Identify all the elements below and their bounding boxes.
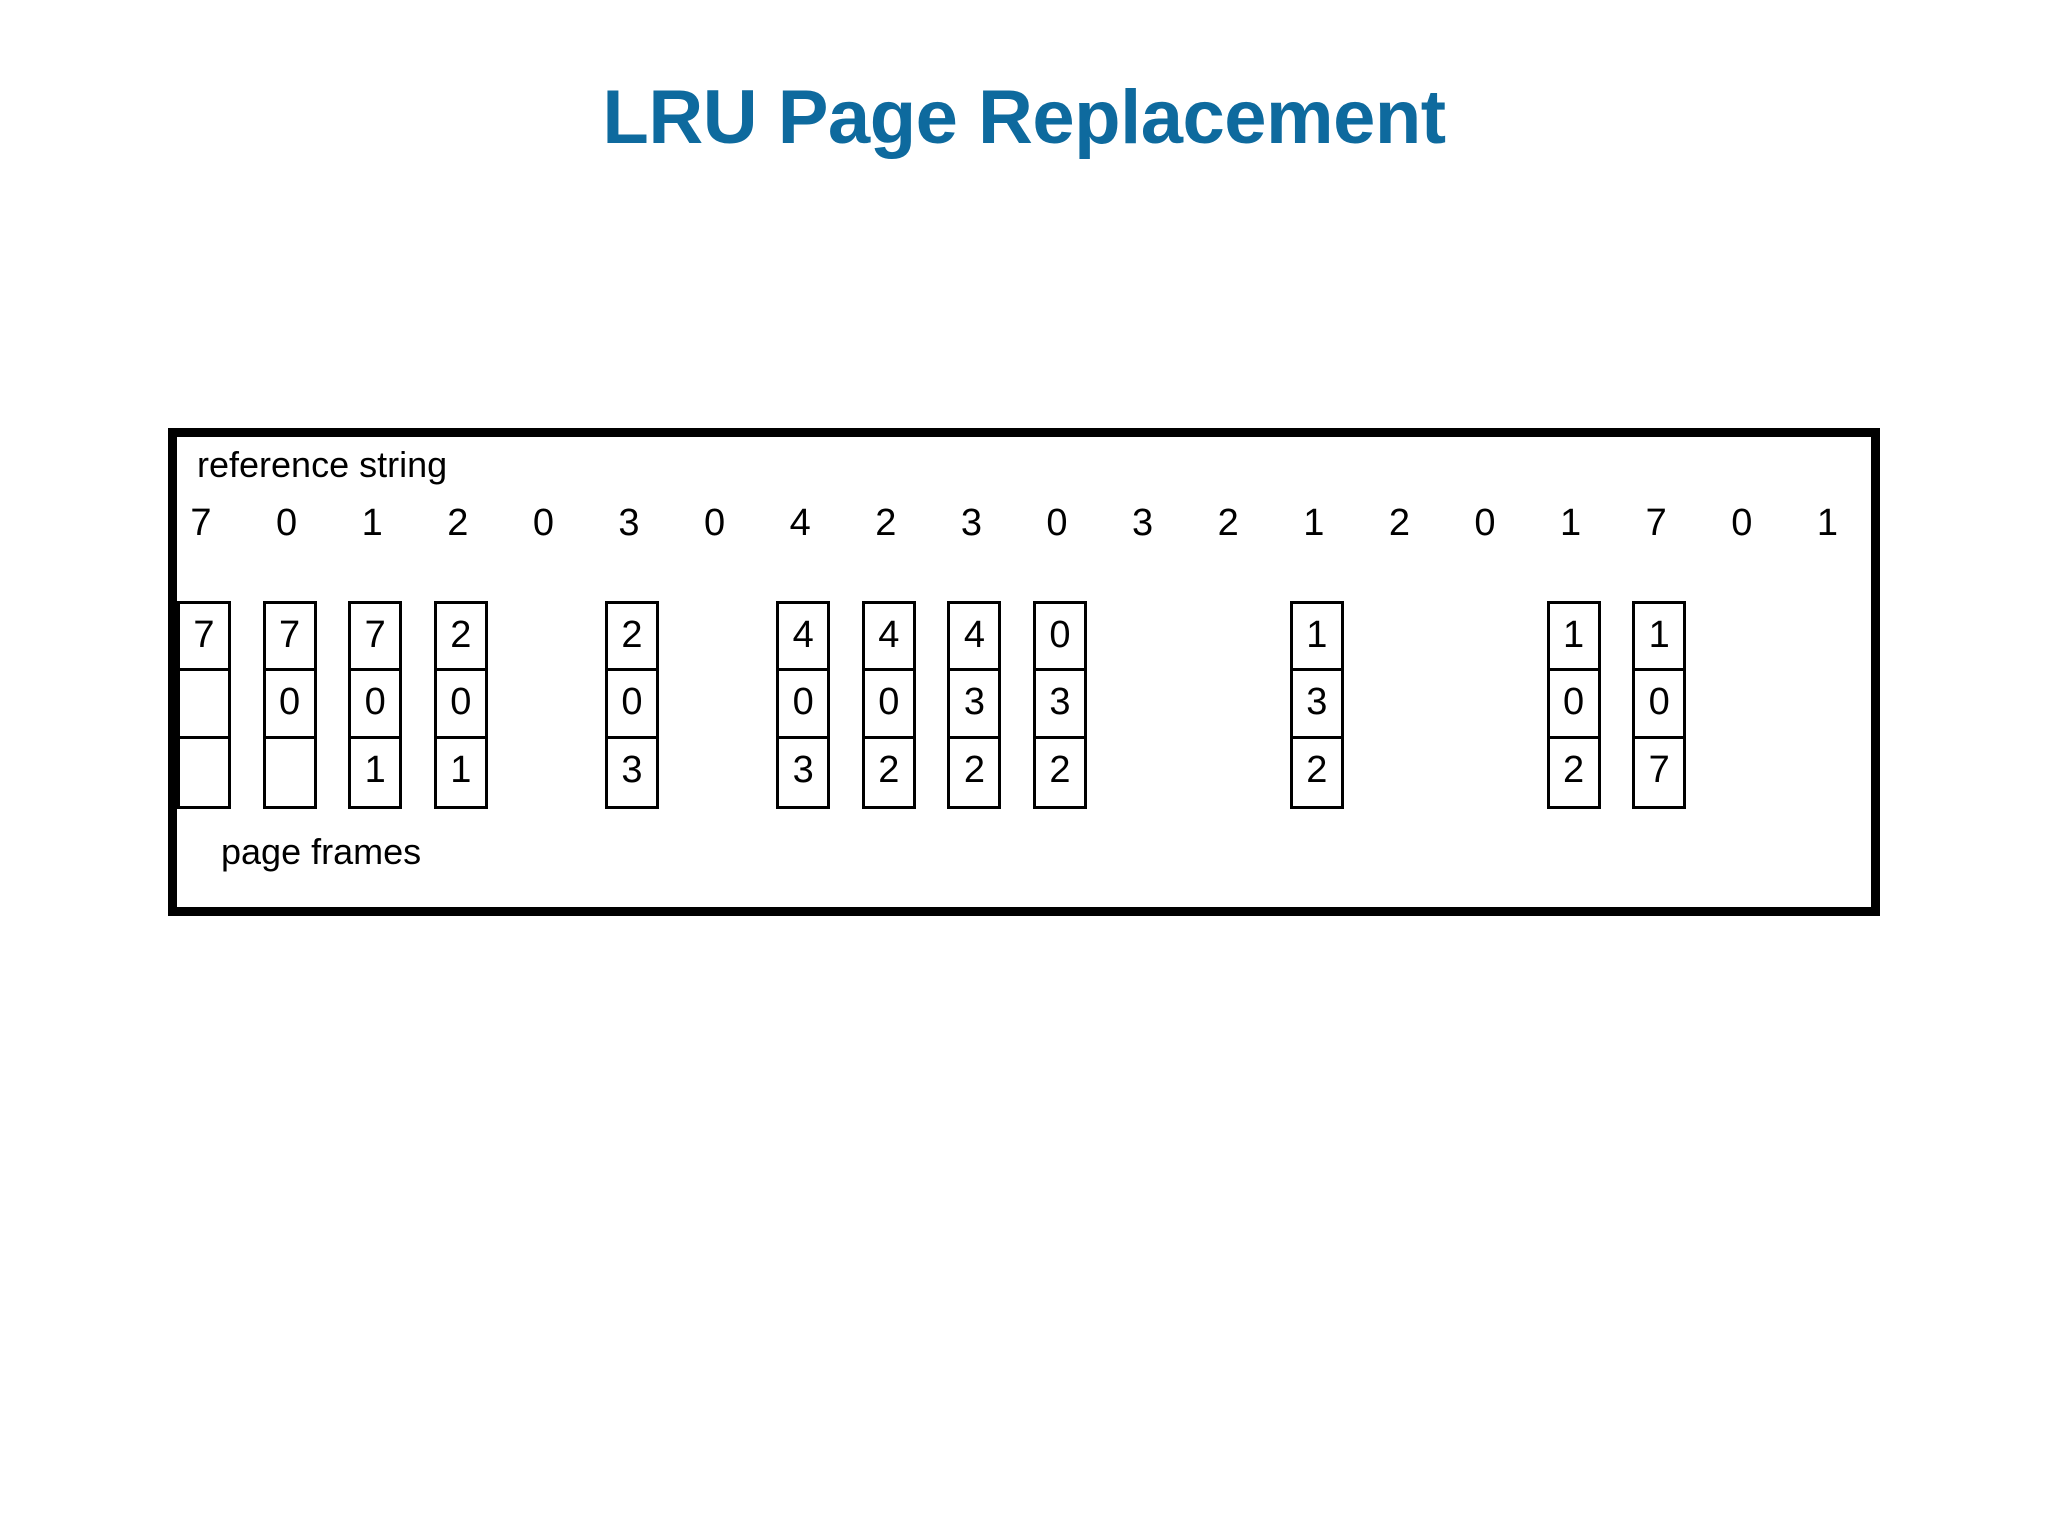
reference-string-digit: 1 [1303, 502, 1325, 544]
reference-string-digit: 1 [1816, 502, 1838, 544]
page-frame-cell: 0 [1635, 671, 1684, 739]
page-frame-cell: 2 [878, 748, 900, 791]
page-frame-cell: 3 [950, 671, 999, 739]
page-frame-cell: 7 [180, 604, 228, 672]
page-frame-cell: 3 [1036, 671, 1084, 739]
reference-string-digit: 7 [1645, 502, 1667, 544]
reference-string-digit: 1 [361, 502, 383, 544]
page-frame-cell: 0 [864, 671, 913, 739]
page-frame-cell: 0 [265, 671, 314, 739]
reference-string-digit: 0 [1731, 502, 1753, 544]
reference-string-digit: 4 [789, 502, 811, 544]
page-frame-cell: 2 [436, 604, 485, 672]
page-frame-cell: 1 [1635, 604, 1684, 672]
page-frame-cell: 0 [1036, 604, 1084, 672]
page-frame-cell: 3 [1292, 671, 1341, 739]
page-frame-cell [180, 739, 228, 806]
page-frame-cell: 1 [450, 748, 472, 791]
reference-string-digit: 0 [276, 502, 298, 544]
page-frame-cell [266, 739, 314, 806]
page-frame-cell: 2 [1306, 748, 1328, 791]
reference-string-digit: 2 [1217, 502, 1239, 544]
page-frame-cell: 4 [864, 604, 913, 672]
reference-string-digit: 3 [960, 502, 982, 544]
page-frame-cell: 3 [792, 748, 814, 791]
page-frame-cell: 4 [950, 604, 999, 672]
reference-string-digit: 0 [1474, 502, 1496, 544]
page-frame-cell: 7 [265, 604, 314, 672]
page-frame-cell: 7 [1648, 748, 1670, 791]
reference-string-digit: 3 [1132, 502, 1154, 544]
page-frame-cell: 1 [1549, 604, 1598, 672]
page-frame-cell: 7 [351, 604, 400, 672]
reference-string-label: reference string [197, 444, 448, 485]
reference-string-digit: 2 [447, 502, 469, 544]
page-frame-cell: 1 [364, 748, 386, 791]
reference-string-digit: 1 [1560, 502, 1582, 544]
reference-string-digit: 2 [1388, 502, 1410, 544]
page-frame-column: 7 [177, 601, 231, 809]
page-frame-cell: 2 [1049, 748, 1071, 791]
page-frame-cell: 2 [1563, 748, 1585, 791]
page-frame-cell: 0 [351, 671, 400, 739]
page-frame-cell [180, 671, 228, 739]
page-frames-label: page frames [221, 831, 422, 872]
reference-string-digit: 7 [190, 502, 212, 544]
page-frame-cell: 2 [963, 748, 985, 791]
page-frame-cell: 1 [1292, 604, 1341, 672]
page-frame-cell: 4 [779, 604, 828, 672]
reference-string-digit: 0 [704, 502, 726, 544]
reference-string-digit: 3 [618, 502, 640, 544]
reference-string-digit: 0 [1046, 502, 1068, 544]
page-frame-cell: 0 [608, 671, 656, 739]
page-title: LRU Page Replacement [602, 75, 1446, 160]
page-frame-cell: 3 [621, 748, 643, 791]
page-frame-cell: 0 [436, 671, 485, 739]
page-frame-cell: 0 [779, 671, 828, 739]
page-frame-cell: 2 [608, 604, 656, 672]
reference-string-digit: 0 [532, 502, 554, 544]
reference-string-digit: 2 [875, 502, 897, 544]
page-frame-cell: 0 [1549, 671, 1598, 739]
